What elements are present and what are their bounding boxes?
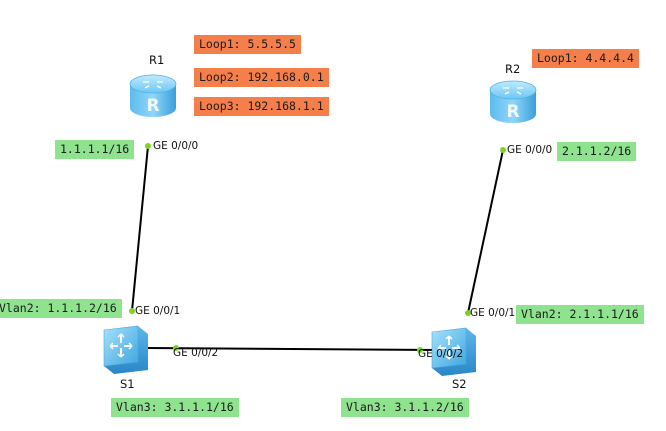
ip-label-r1-ge000: 1.1.1.1/16 [55, 140, 135, 159]
port-dot-s1-ge002[interactable] [173, 345, 179, 351]
port-label-s2-ge002: GE 0/0/2 [418, 348, 464, 360]
link-r1-s1 [131, 145, 149, 312]
device-name-s1: S1 [120, 377, 135, 391]
ip-label-s2-vlan2: Vlan2: 2.1.1.1/16 [516, 305, 644, 324]
link-s1-s2 [147, 347, 438, 351]
r1-loopback-1: Loop1: 5.5.5.5 [194, 35, 301, 54]
port-label-r2-ge000: GE 0/0/0 [507, 144, 553, 156]
switch-s1-icon[interactable] [103, 325, 148, 374]
port-label-r1-ge000: GE 0/0/0 [153, 140, 199, 152]
port-label-s1-ge001: GE 0/0/1 [135, 305, 181, 317]
port-label-s2-ge001: GE 0/0/1 [470, 307, 516, 319]
svg-text:R: R [146, 96, 159, 116]
r1-loopback-2: Loop2: 192.168.0.1 [194, 68, 329, 87]
device-name-r1: R1 [149, 53, 165, 67]
port-dot-r1-ge000[interactable] [145, 143, 151, 149]
device-name-r2: R2 [505, 62, 521, 76]
port-dot-s1-ge001[interactable] [129, 308, 135, 314]
device-name-s2: S2 [452, 377, 467, 391]
svg-text:R: R [506, 102, 519, 122]
port-label-s1-ge002: GE 0/0/2 [173, 347, 219, 359]
port-dot-r2-ge000[interactable] [500, 147, 506, 153]
ip-label-r2-ge000: 2.1.1.2/16 [557, 142, 637, 161]
r1-loopback-3: Loop3: 192.168.1.1 [194, 97, 329, 116]
router-r1-icon[interactable]: R [129, 74, 177, 117]
port-dot-s2-ge001[interactable] [465, 310, 471, 316]
switch-s2-icon[interactable] [431, 327, 476, 376]
port-dot-s2-ge002[interactable] [417, 347, 423, 353]
router-r2-icon[interactable]: R [489, 80, 537, 123]
r2-loopback-1: Loop1: 4.4.4.4 [532, 49, 639, 68]
link-r2-s2 [467, 149, 504, 314]
ip-label-s1-vlan2: Vlan2: 1.1.1.2/16 [0, 299, 122, 318]
ip-label-s2-vlan3: Vlan3: 3.1.1.2/16 [341, 398, 469, 417]
ip-label-s1-vlan3: Vlan3: 3.1.1.1/16 [111, 398, 239, 417]
